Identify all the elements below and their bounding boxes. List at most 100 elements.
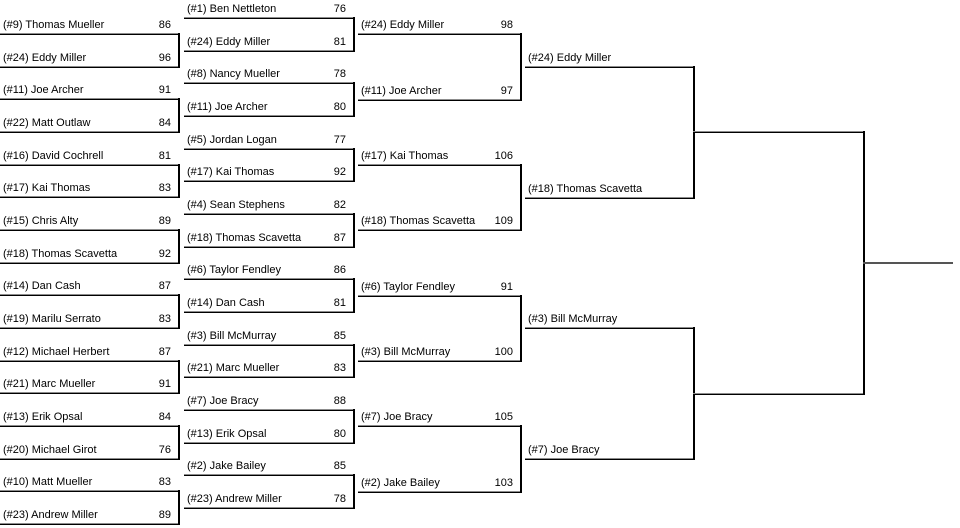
player-line	[184, 376, 353, 379]
bracket-entry: (#24) Eddy Miller	[525, 48, 693, 68]
player-score: 103	[494, 476, 513, 489]
player-label: (#3) Bill McMurray	[361, 346, 451, 358]
connector-line	[353, 409, 355, 444]
connector-line	[178, 33, 180, 68]
player-score: 85	[333, 329, 346, 342]
connector-line	[353, 17, 355, 52]
connector-line	[353, 213, 355, 248]
player-score: 80	[333, 101, 346, 113]
bracket-entry: (#3) Bill McMurray 100	[358, 342, 520, 362]
player-line	[184, 343, 353, 346]
player-label: (#14) Dan Cash	[3, 280, 81, 293]
player-label: (#17) Kai Thomas	[361, 150, 449, 162]
bracket-entry: (#7) Joe Bracy 88	[184, 391, 353, 411]
player-label: (#24) Eddy Miller	[361, 19, 445, 32]
player-score: 81	[333, 297, 346, 309]
player-score: 87	[158, 345, 171, 358]
connector-line	[520, 425, 522, 493]
bracket-entry: (#21) Marc Mueller 91	[0, 374, 178, 395]
player-score: 91	[158, 378, 171, 391]
player-line	[0, 33, 178, 35]
player-line	[0, 65, 178, 68]
player-score: 105	[494, 411, 513, 424]
player-score: 76	[333, 3, 346, 15]
player-score: 83	[158, 476, 171, 489]
player-line	[0, 392, 178, 395]
player-line	[693, 131, 863, 134]
player-line	[184, 147, 353, 150]
player-line	[525, 327, 693, 330]
bracket-entry: (#11) Joe Archer 91	[0, 80, 178, 101]
player-label: (#5) Jordan Logan	[187, 133, 277, 146]
player-label: (#17) Kai Thomas	[3, 182, 91, 195]
player-score: 92	[158, 247, 171, 260]
player-line	[0, 457, 178, 460]
player-score: 92	[333, 166, 346, 179]
player-label: (#1) Ben Nettleton	[187, 3, 277, 15]
final-slot	[693, 113, 863, 134]
bracket-entry: (#7) Joe Bracy	[525, 440, 693, 460]
player-line	[184, 180, 353, 183]
player-label: (#9) Thomas Mueller	[3, 19, 105, 31]
player-line	[0, 490, 178, 493]
player-score: 87	[158, 280, 171, 293]
player-line	[0, 98, 178, 101]
connector-line	[178, 294, 180, 329]
player-line	[0, 229, 178, 231]
player-line	[358, 360, 520, 362]
player-score: 80	[333, 427, 346, 440]
player-line	[184, 115, 353, 117]
connector-line	[353, 278, 355, 313]
player-score: 98	[500, 19, 513, 32]
player-score: 97	[500, 84, 513, 97]
player-label: (#3) Bill McMurray	[528, 313, 618, 326]
player-score: 78	[333, 493, 346, 505]
player-line	[0, 327, 178, 329]
player-label: (#13) Erik Opsal	[3, 411, 83, 423]
player-score: 91	[158, 84, 171, 97]
connector-line	[520, 294, 522, 362]
player-line	[184, 49, 353, 52]
player-label: (#21) Marc Mueller	[3, 378, 96, 391]
player-label: (#24) Eddy Miller	[3, 51, 87, 64]
player-score: 91	[500, 280, 513, 293]
final-slot	[693, 375, 863, 395]
player-line	[184, 245, 353, 248]
player-label: (#11) Joe Archer	[3, 84, 84, 97]
player-line	[184, 311, 353, 313]
player-label: (#23) Andrew Miller	[187, 493, 282, 505]
player-label: (#23) Andrew Miller	[3, 509, 98, 521]
player-line	[525, 66, 693, 68]
player-line	[184, 507, 353, 509]
player-score: 96	[158, 51, 171, 64]
connector-line	[520, 33, 522, 101]
player-score: 100	[494, 346, 513, 358]
player-score: 77	[333, 133, 346, 146]
player-score: 85	[333, 460, 346, 473]
connector-line	[520, 164, 522, 232]
player-line	[0, 163, 178, 166]
connector-line	[353, 82, 355, 117]
player-score: 83	[158, 313, 171, 325]
player-label: (#6) Taylor Fendley	[187, 264, 281, 277]
player-score: 88	[333, 395, 346, 407]
player-label: (#7) Joe Bracy	[187, 395, 259, 407]
